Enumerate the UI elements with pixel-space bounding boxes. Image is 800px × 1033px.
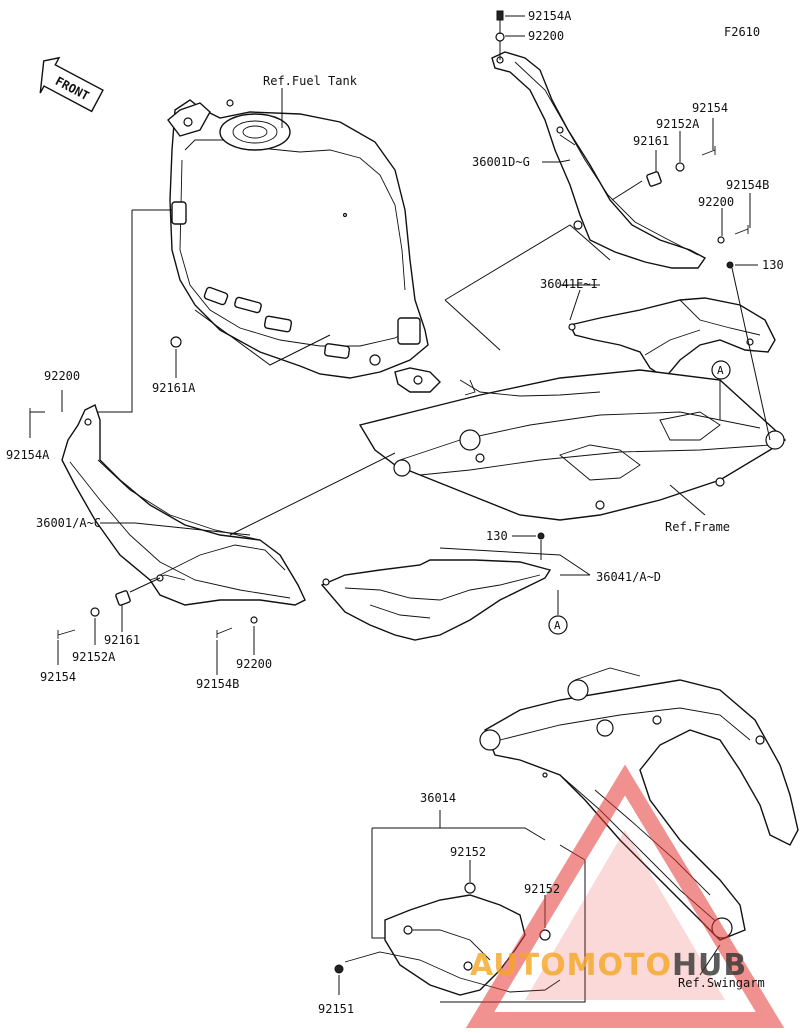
part-label-92161-right: 92161: [633, 134, 670, 148]
side-cover-36001-ac-drawing: [61, 404, 306, 606]
ref-fuel-tank-label: Ref.Fuel Tank: [263, 74, 357, 88]
washer-92200-right: [717, 236, 725, 244]
part-label-130-right: 130: [762, 258, 784, 272]
grommet-92161a: [170, 336, 182, 348]
callout-a-upper: A: [711, 360, 731, 380]
part-label-92151: 92151: [318, 1002, 355, 1016]
svg-text:A: A: [554, 619, 561, 632]
bolt-92154b-lower: [216, 627, 233, 638]
washer-92200-lower: [250, 616, 258, 624]
collar-92161-right: [646, 171, 662, 187]
watermark-hub: HUB: [671, 948, 748, 983]
part-label-92152a-right: 92152A: [656, 117, 700, 131]
part-label-92154a-top: 92154A: [528, 9, 572, 23]
part-label-92154-lower: 92154: [40, 670, 77, 684]
part-label-36001ac: 36001/A~C: [36, 516, 102, 530]
washer-92152a-lower: [90, 607, 100, 617]
part-label-92152-upper: 92152: [450, 845, 487, 859]
part-label-92200-top: 92200: [528, 29, 565, 43]
part-label-92200-left: 92200: [44, 369, 81, 383]
lower-cover-36041-ad-drawing: [320, 559, 552, 641]
clip-130-middle: [537, 532, 545, 540]
part-label-92161a: 92161A: [152, 381, 196, 395]
callout-a-lower: A: [548, 615, 568, 635]
part-label-92154-right: 92154: [692, 101, 729, 115]
bolt-92151: [334, 964, 344, 974]
part-label-36014: 36014: [420, 791, 457, 805]
collar-92152-upper: [464, 882, 476, 894]
bolt-92154a-left: [29, 408, 45, 416]
figure-id: F2610: [724, 25, 761, 39]
watermark-moto: MOTO: [566, 948, 672, 983]
ref-swingarm-label: Ref.Swingarm: [678, 976, 765, 990]
side-cover-36001-dg-drawing: [491, 51, 707, 269]
collar-92161-lower: [115, 590, 131, 606]
part-label-36041ad: 36041/A~D: [596, 570, 662, 584]
washer-92200-top: [495, 32, 505, 42]
watermark-logo: AUTOMOTOHUB: [470, 948, 747, 983]
part-label-92154b-right: 92154B: [726, 178, 770, 192]
part-label-130-middle: 130: [486, 529, 508, 543]
part-label-36041ei: 36041E~I: [540, 277, 598, 291]
ref-frame-label: Ref.Frame: [665, 520, 731, 534]
part-label-92200-lower: 92200: [236, 657, 273, 671]
watermark-auto: AUTO: [470, 948, 567, 983]
inner-cover-36041-ei-drawing: [568, 297, 776, 379]
svg-text:A: A: [717, 364, 724, 377]
front-direction-arrow: FRONT: [39, 56, 104, 113]
clip-130-right: [726, 261, 734, 269]
frame-drawing: [358, 369, 787, 521]
part-label-92200-right: 92200: [698, 195, 735, 209]
watermark-triangle: [465, 764, 785, 1028]
bolt-92154-right: [701, 146, 716, 156]
bolt-92154b-right: [734, 225, 749, 235]
part-label-36001dg: 36001D~G: [472, 155, 530, 169]
fuel-tank-drawing: [167, 99, 441, 393]
bolt-92154-lower-left: [57, 629, 76, 639]
part-label-92152a-lower: 92152A: [72, 650, 116, 664]
part-label-92161-lower: 92161: [104, 633, 141, 647]
leader-lines: [29, 15, 771, 1003]
chain-guard-36014-drawing: [344, 894, 561, 996]
washer-92152a-right: [675, 162, 685, 172]
part-label-92154b-lower: 92154B: [196, 677, 240, 691]
part-label-92154a-left: 92154A: [6, 448, 50, 462]
part-label-92152-lower: 92152: [524, 882, 561, 896]
bolt-92154a-top: [496, 10, 504, 21]
